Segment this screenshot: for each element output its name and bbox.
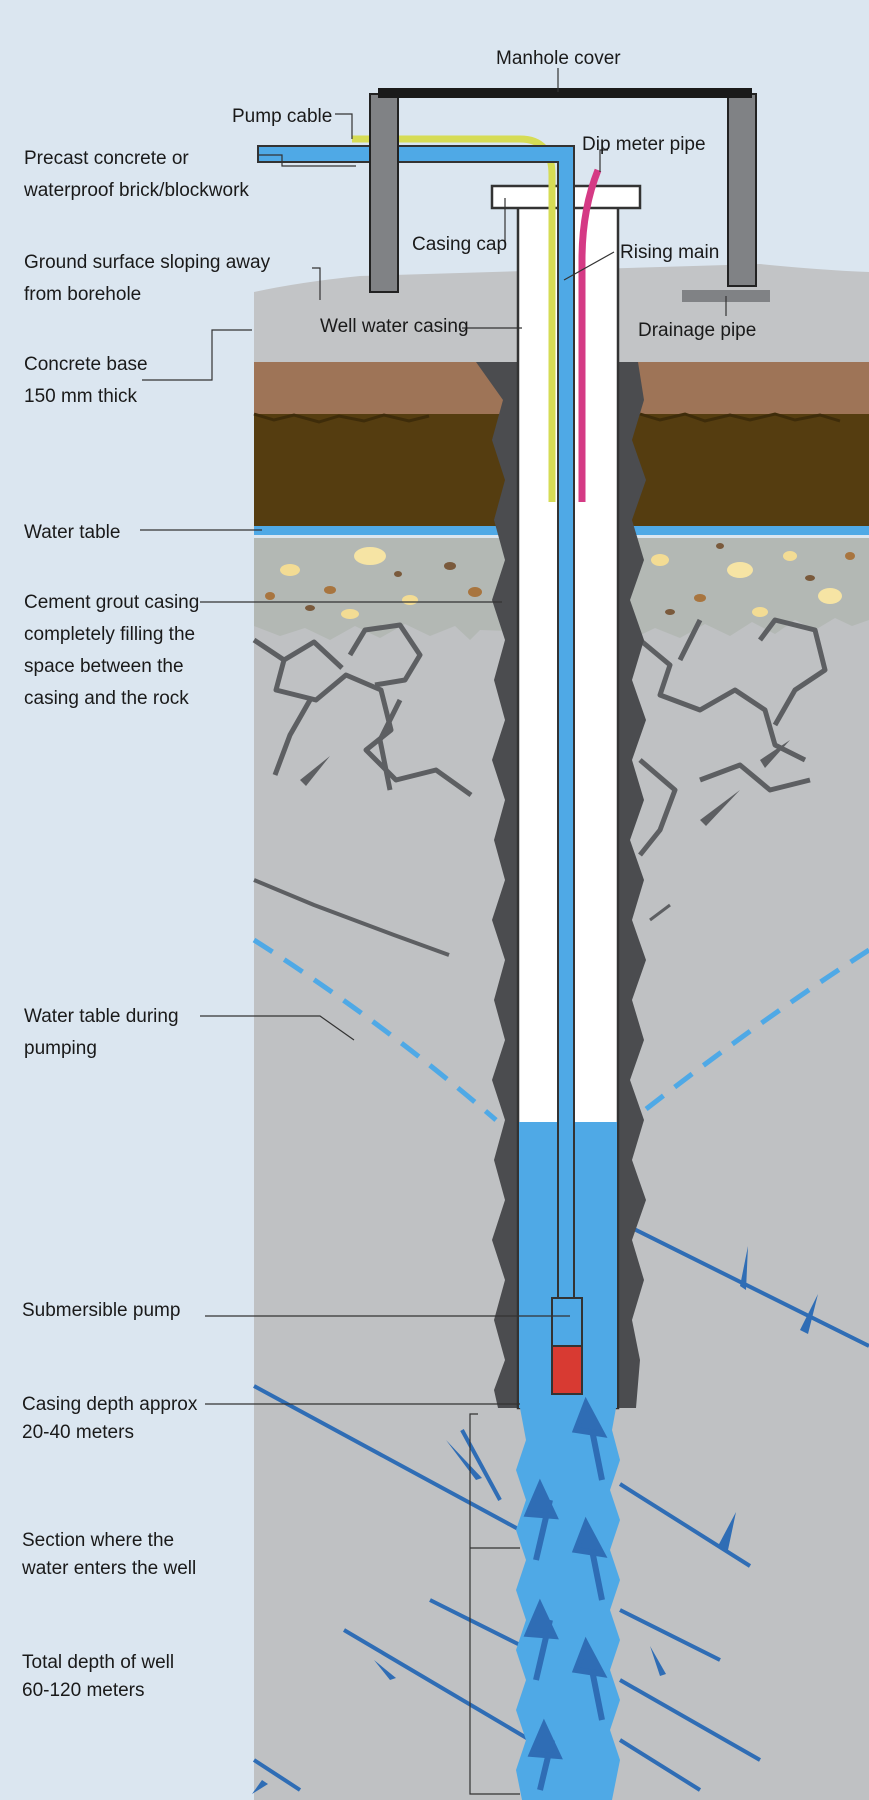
label-grout-line1: Cement grout casing — [24, 592, 199, 613]
open-hole-water — [516, 1408, 620, 1800]
label-manhole-cover: Manhole cover — [496, 48, 621, 69]
inflow-arrows — [523, 1396, 608, 1791]
dry-fracture-slivers — [300, 740, 790, 826]
pumping-drawdown-cone — [252, 937, 869, 1122]
cement-grout-right — [616, 362, 646, 1408]
soil-texture — [253, 412, 841, 424]
label-submersible-pump: Submersible pump — [22, 1300, 180, 1321]
label-pump-cable: Pump cable — [232, 106, 332, 127]
label-section-line1: Section where the — [22, 1530, 174, 1551]
label-casing-depth-line2: 20-40 meters — [22, 1422, 134, 1443]
water-fracture-slivers — [252, 1246, 818, 1794]
label-section-line2: water enters the well — [21, 1558, 196, 1579]
label-concrete-line1: Concrete base — [24, 354, 148, 375]
label-precast-line1: Precast concrete or — [24, 148, 189, 169]
label-casing-cap: Casing cap — [412, 234, 507, 255]
label-drainage-pipe: Drainage pipe — [638, 320, 756, 341]
leader-lines — [140, 68, 727, 1795]
label-rising-main: Rising main — [620, 242, 719, 263]
label-grout-line3: space between the — [24, 656, 184, 677]
water-fractures — [252, 1226, 869, 1792]
manhole-cover — [378, 88, 752, 98]
label-ground-line1: Ground surface sloping away — [24, 252, 271, 273]
gravel-pebbles — [265, 543, 855, 619]
label-grout-line4: casing and the rock — [24, 688, 189, 709]
dip-meter-pipe — [578, 168, 602, 502]
submersible-pump — [551, 1297, 583, 1395]
label-grout-line2: completely filling the — [24, 624, 195, 645]
label-dip-meter-pipe: Dip meter pipe — [582, 134, 706, 155]
label-casing-depth-line1: Casing depth approx — [22, 1394, 198, 1415]
label-wt-pumping-line1: Water table during — [24, 1006, 179, 1027]
label-total-depth-line2: 60-120 meters — [22, 1680, 145, 1701]
label-total-depth-line1: Total depth of well — [22, 1652, 174, 1673]
label-concrete-line2: 150 mm thick — [24, 386, 137, 407]
label-wt-pumping-line2: pumping — [24, 1038, 97, 1059]
dry-fractures — [252, 617, 828, 957]
label-well-water-casing: Well water casing — [320, 316, 469, 337]
cement-grout-left — [476, 362, 520, 1408]
label-precast-line2: waterproof brick/blockwork — [23, 180, 249, 201]
manhole-wall-left — [369, 93, 399, 293]
manhole-wall-right — [727, 93, 757, 287]
labels: Manhole cover Pump cable Dip meter pipe … — [21, 48, 756, 1701]
label-water-table: Water table — [24, 522, 120, 543]
label-ground-line2: from borehole — [24, 284, 141, 305]
